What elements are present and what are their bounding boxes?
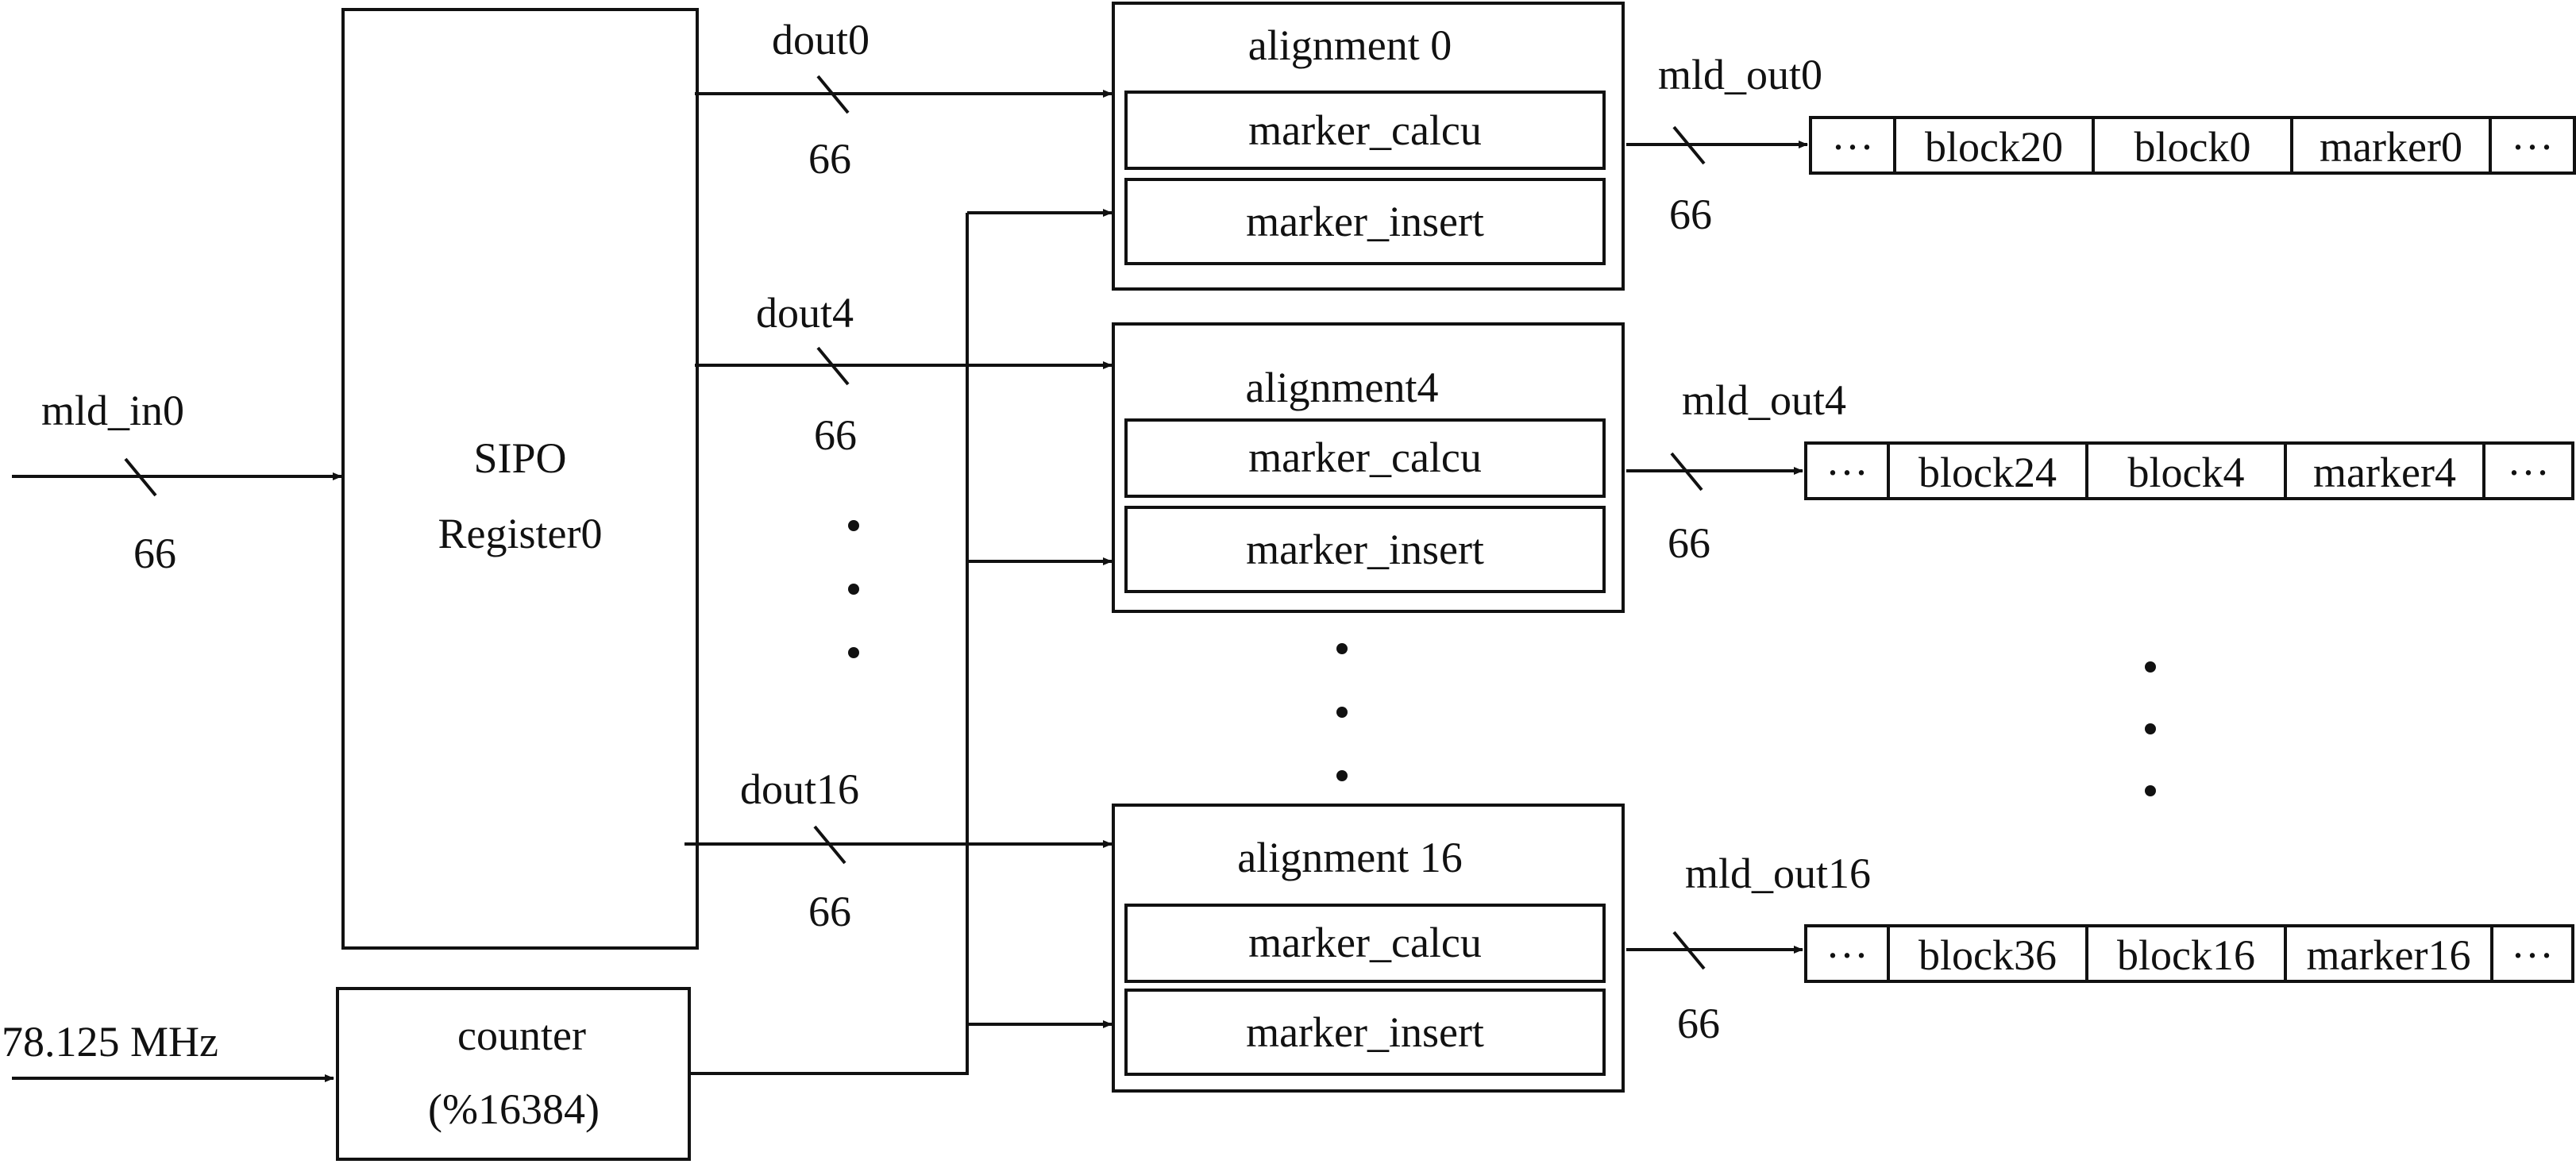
bus-width-tick xyxy=(1672,931,1706,970)
sequence-cell-text: ··· xyxy=(2507,449,2550,496)
marker-insert-0-label: marker_insert xyxy=(1246,198,1484,245)
sequence-cell-text: ··· xyxy=(1826,931,1868,979)
mld-out0-label: mld_out0 xyxy=(1658,51,1822,98)
mld-out4-label: mld_out4 xyxy=(1682,376,1846,424)
block-sequence-16: ··· block36 block16 marker16 ··· xyxy=(1804,924,2574,983)
dout4-bus: dout4 66 xyxy=(695,289,1113,459)
sequence-cell-text: marker4 xyxy=(2313,449,2456,496)
dout4-label: dout4 xyxy=(756,289,854,337)
bus-width-tick xyxy=(816,346,850,386)
alignment-0-box xyxy=(1112,2,1625,291)
mld-out4-width: 66 xyxy=(1668,519,1710,567)
sequence-cell-text: marker0 xyxy=(2320,123,2462,171)
alignment-4-title: alignment4 xyxy=(1246,364,1439,411)
sequence-cell-text: ··· xyxy=(1826,449,1868,496)
alignment-16-title: alignment 16 xyxy=(1237,834,1462,881)
mld-out0-width: 66 xyxy=(1669,191,1712,238)
counter-trunk xyxy=(689,213,969,1075)
input-width: 66 xyxy=(133,530,176,577)
marker-calcu-0 xyxy=(1124,91,1606,170)
mld-out16: mld_out16 66 ··· block36 block16 marker1… xyxy=(1626,850,2574,1047)
sequence-cell-text: block36 xyxy=(1919,931,2057,979)
bus-width-tick xyxy=(1672,125,1706,165)
marker-insert-4-label: marker_insert xyxy=(1246,526,1484,573)
marker-calcu-4 xyxy=(1124,418,1606,498)
sipo-register: SIPO Register0 xyxy=(341,8,699,950)
sequence-cell-text: block24 xyxy=(1919,449,2057,496)
block-sequence-0: ··· block20 block0 marker0 ··· xyxy=(1809,116,2576,175)
dout0-width: 66 xyxy=(808,135,851,183)
ellipsis-dots xyxy=(848,520,859,658)
marker-calcu-16 xyxy=(1124,904,1606,983)
dout16-bus: dout16 66 xyxy=(684,765,1113,935)
bus-width-tick xyxy=(816,75,850,114)
counter-modulus: (%16384) xyxy=(428,1085,600,1133)
clock-signal: 78.125 MHz xyxy=(2,1018,334,1082)
sequence-cell-text: marker16 xyxy=(2307,931,2471,979)
sequence-cell-text: block20 xyxy=(1925,123,2063,171)
sequence-cell-text: ··· xyxy=(1831,123,1874,171)
marker-insert-0 xyxy=(1124,178,1606,265)
mld-out0: mld_out0 66 ··· block20 block0 marker0 ·… xyxy=(1626,51,2576,238)
ellipsis-dots xyxy=(1336,643,1348,781)
alignment-4: alignment4 marker_calcu marker_insert xyxy=(1112,322,1625,613)
alignment-0-title: alignment 0 xyxy=(1248,21,1452,69)
sequence-cell-text: ··· xyxy=(2511,931,2554,979)
block-sequence-4: ··· block24 block4 marker4 ··· xyxy=(1804,441,2574,500)
mld-out16-width: 66 xyxy=(1677,1000,1720,1047)
ellipsis-dots xyxy=(2145,661,2156,796)
sequence-cell xyxy=(2489,116,2576,175)
marker-calcu-0-label: marker_calcu xyxy=(1248,106,1482,154)
dout4-width: 66 xyxy=(814,411,857,459)
sequence-cell-text: block4 xyxy=(2128,449,2245,496)
marker-calcu-4-label: marker_calcu xyxy=(1248,434,1482,481)
mld-out16-label: mld_out16 xyxy=(1685,850,1871,897)
sequence-cell xyxy=(2490,924,2574,983)
sequence-cell-text: block16 xyxy=(2117,931,2255,979)
dout0-bus: dout0 66 xyxy=(695,16,1113,183)
bus-width-tick xyxy=(813,825,846,865)
alignment-4-box xyxy=(1112,322,1625,613)
sequence-cell-text: block0 xyxy=(2134,123,2251,171)
marker-calcu-16-label: marker_calcu xyxy=(1248,919,1482,966)
mld-out4: mld_out4 66 ··· block24 block4 marker4 ·… xyxy=(1626,376,2574,567)
sequence-cell-text: ··· xyxy=(2511,123,2554,171)
marker-insert-16 xyxy=(1124,989,1606,1076)
input-label: mld_in0 xyxy=(41,387,184,434)
marker-insert-4 xyxy=(1124,506,1606,593)
bus-width-tick xyxy=(124,457,157,497)
input-signal: mld_in0 66 xyxy=(12,387,342,577)
dout0-label: dout0 xyxy=(772,16,870,64)
alignment-0: alignment 0 marker_calcu marker_insert xyxy=(1112,2,1625,291)
sequence-cell xyxy=(2482,441,2574,500)
counter-title: counter xyxy=(457,1012,586,1059)
clock-label: 78.125 MHz xyxy=(2,1018,218,1066)
alignment-16: alignment 16 marker_calcu marker_insert xyxy=(1112,804,1625,1093)
alignment-16-box xyxy=(1112,804,1625,1093)
dout16-width: 66 xyxy=(808,888,851,935)
sipo-box xyxy=(341,8,699,950)
sipo-title: SIPO xyxy=(473,434,566,482)
bus-width-tick xyxy=(1670,452,1703,491)
sipo-subtitle: Register0 xyxy=(438,510,603,557)
marker-insert-16-label: marker_insert xyxy=(1246,1008,1484,1056)
counter-block: counter (%16384) xyxy=(336,987,691,1161)
counter-bus xyxy=(689,209,1113,1075)
dout16-label: dout16 xyxy=(740,765,859,813)
